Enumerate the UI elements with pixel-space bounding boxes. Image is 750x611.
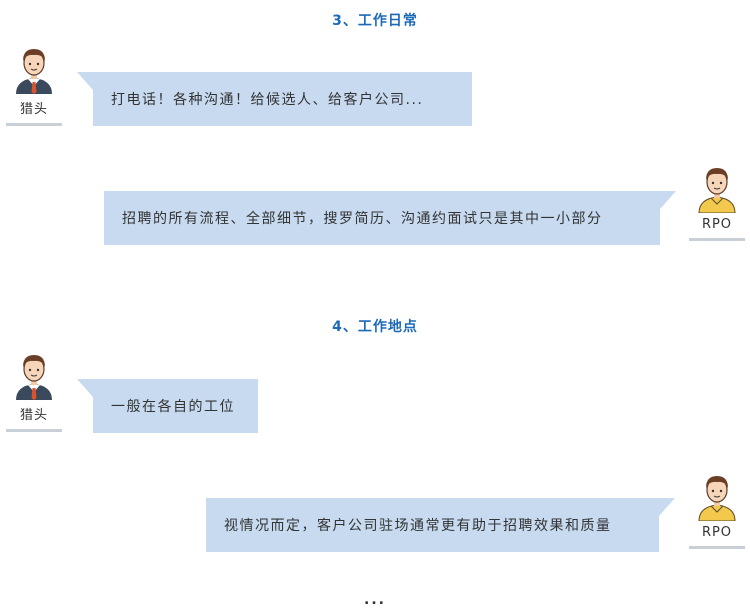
continuation-ellipsis: ... (364, 592, 386, 608)
rpo-avatar: RPO (689, 473, 745, 549)
message-bubble: 一般在各自的工位 (93, 379, 258, 433)
speaker-label: RPO (701, 525, 733, 540)
rpo-avatar: RPO (689, 165, 745, 241)
speaker-underline (689, 238, 745, 241)
person-icon (698, 168, 736, 213)
speaker-label: RPO (701, 217, 733, 232)
speaker-underline (6, 123, 62, 126)
bubble-tail (659, 498, 675, 516)
bubble-tail (77, 72, 93, 90)
speaker-label: 猎头 (19, 408, 48, 423)
headhunter-avatar: 猎头 (6, 352, 62, 432)
section-title-daily-work: 3、工作日常 (332, 13, 418, 29)
section-title-work-location: 4、工作地点 (332, 319, 418, 335)
businessman-icon (16, 355, 52, 400)
businessman-icon (16, 49, 52, 94)
person-icon (698, 476, 736, 521)
speaker-underline (689, 546, 745, 549)
message-bubble: 招聘的所有流程、全部细节，搜罗简历、沟通约面试只是其中一小部分 (104, 191, 660, 245)
bubble-tail (77, 379, 93, 397)
speaker-underline (6, 429, 62, 432)
headhunter-avatar: 猎头 (6, 46, 62, 126)
message-bubble: 视情况而定，客户公司驻场通常更有助于招聘效果和质量 (206, 498, 659, 552)
bubble-tail (660, 191, 676, 209)
speaker-label: 猎头 (19, 102, 48, 117)
message-bubble: 打电话！各种沟通！给候选人、给客户公司... (93, 72, 472, 126)
